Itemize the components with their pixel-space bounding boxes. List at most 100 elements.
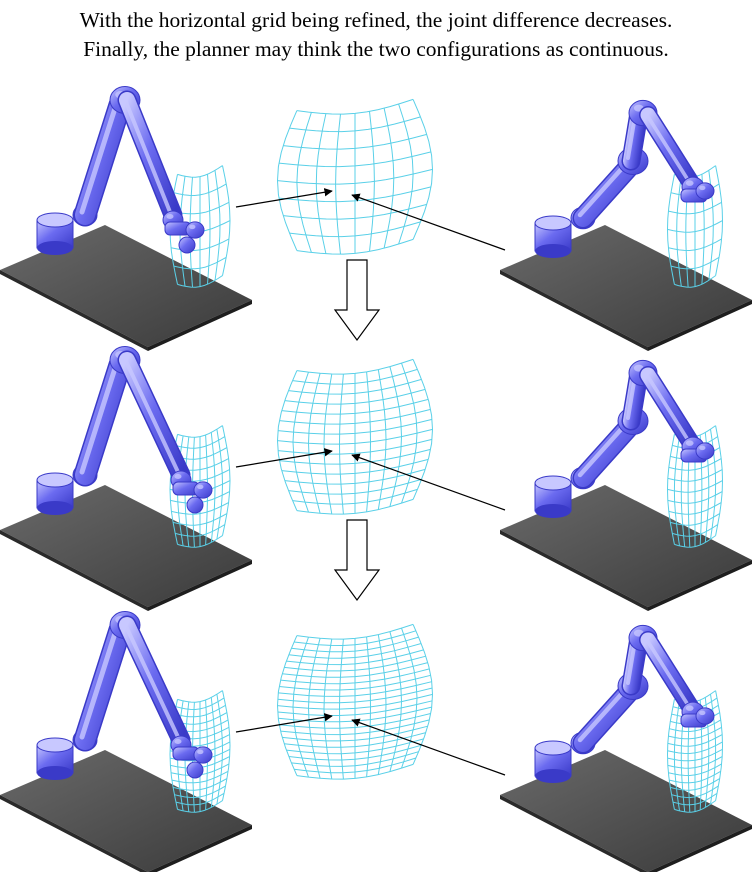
center-grid-hline xyxy=(296,98,414,115)
right-scene xyxy=(500,359,752,611)
center-scene xyxy=(276,98,434,255)
robot-upper-arm xyxy=(574,684,637,752)
robot-forearm-highlight xyxy=(643,635,690,707)
left-workspace-grid-vline xyxy=(216,694,224,805)
left-workspace-grid-vline xyxy=(222,425,231,536)
robot-base-top xyxy=(534,475,572,491)
left-workspace-grid-vline xyxy=(214,170,221,281)
figure-caption: With the horizontal grid being refined, … xyxy=(0,6,752,64)
center-grid-vline xyxy=(377,634,387,775)
robot-upper-arm xyxy=(75,95,130,225)
table-edge-left xyxy=(500,795,648,872)
center-scene xyxy=(276,358,434,515)
robot-base-top xyxy=(534,740,572,756)
right-workspace-grid-vline xyxy=(715,165,724,276)
table-edge-left xyxy=(0,795,148,872)
robot-end-effector-shine xyxy=(699,445,706,451)
robot-end-effector xyxy=(695,707,715,725)
robot-wrist-joint-shine xyxy=(685,440,694,446)
robot-tool-flange xyxy=(178,236,196,254)
down-arrow-2 xyxy=(333,519,381,602)
center-grid-vline xyxy=(292,371,309,513)
table-edge-right xyxy=(648,825,752,872)
center-grid-vline xyxy=(338,374,344,515)
right-workspace-grid-vline xyxy=(666,174,675,285)
center-grid-vline xyxy=(366,636,372,777)
arrow-from-right xyxy=(351,193,506,251)
center-grid-vline xyxy=(377,369,387,510)
table-edge-left xyxy=(0,530,148,611)
table-top xyxy=(0,485,252,607)
left-workspace-grid-vline xyxy=(216,429,224,540)
right-workspace-grid-vline xyxy=(673,700,680,811)
robot-upper-arm-highlight xyxy=(577,162,628,218)
robot-end-effector xyxy=(193,746,213,764)
robot-end-effector xyxy=(185,221,205,239)
arrow-from-left xyxy=(235,448,333,468)
caption-line-1: With the horizontal grid being refined, … xyxy=(79,8,673,32)
center-grid-vline xyxy=(389,366,403,507)
center-grid-vline xyxy=(389,631,403,772)
table-edge-right xyxy=(148,560,252,611)
row-1 xyxy=(0,86,752,351)
center-grid-vline xyxy=(412,359,434,500)
robot-base-bottom xyxy=(37,241,73,255)
robot-upper-arm-highlight xyxy=(79,359,120,475)
caption-line-2: Finally, the planner may think the two c… xyxy=(83,37,669,61)
robot-base-top xyxy=(36,212,74,228)
table-edge-right xyxy=(648,300,752,351)
table-edge-right xyxy=(648,560,752,611)
center-grid-vline xyxy=(338,639,344,780)
arrow-from-left xyxy=(235,188,333,208)
right-scene xyxy=(500,624,752,872)
table-top xyxy=(0,225,252,347)
center-grid-vline xyxy=(292,636,309,778)
robot-base-bottom xyxy=(37,501,73,515)
robot-end-effector-shine xyxy=(699,185,706,191)
robot-upper-arm xyxy=(75,355,130,485)
robot-end-effector xyxy=(695,182,715,200)
robot-end-effector-shine xyxy=(197,749,204,755)
robot-base-bottom xyxy=(37,766,73,780)
center-grid-vline xyxy=(323,638,333,780)
table-edge-left xyxy=(500,270,648,351)
right-workspace-grid-vline xyxy=(666,699,675,810)
row-3 xyxy=(0,611,752,872)
robot-forearm-highlight xyxy=(122,620,180,739)
left-scene xyxy=(0,611,252,872)
center-grid-vline xyxy=(276,370,298,511)
robot-forearm-highlight xyxy=(122,95,172,214)
left-workspace-grid-hline xyxy=(177,425,223,438)
table-edge-left xyxy=(500,530,648,611)
center-grid-vline xyxy=(335,114,341,255)
left-workspace-grid-vline xyxy=(222,165,231,276)
center-grid-vline xyxy=(315,113,327,254)
table-edge-right xyxy=(148,300,252,351)
left-workspace-grid-hline xyxy=(177,690,223,703)
right-workspace-grid-vline xyxy=(676,176,682,287)
robot-upper-arm-highlight xyxy=(577,687,628,743)
robot-upper-arm-highlight xyxy=(79,624,120,740)
center-grid-vline xyxy=(401,362,418,504)
center-grid-vline xyxy=(307,373,321,514)
robot-base-top xyxy=(36,472,74,488)
left-workspace-grid-vline xyxy=(210,697,216,808)
robot-wrist-joint-shine xyxy=(166,214,174,219)
left-scene xyxy=(0,86,252,351)
center-grid-vline xyxy=(307,638,321,779)
robot-wrist-joint-shine xyxy=(685,180,694,186)
right-scene xyxy=(500,99,752,351)
robot-forearm-highlight xyxy=(643,370,690,442)
robot-end-effector-shine xyxy=(699,710,706,716)
robot-forearm-highlight xyxy=(122,355,180,474)
arrow-from-left xyxy=(235,713,333,733)
robot-base-bottom xyxy=(535,504,571,518)
robot-upper-arm xyxy=(574,419,637,487)
robot-tool-flange xyxy=(186,761,204,779)
robot-upper-arm xyxy=(75,620,130,750)
robot-upper-arm-highlight xyxy=(577,422,628,478)
arrow-from-right xyxy=(351,453,506,511)
table-edge-right xyxy=(148,825,252,872)
center-grid-vline xyxy=(296,112,312,253)
